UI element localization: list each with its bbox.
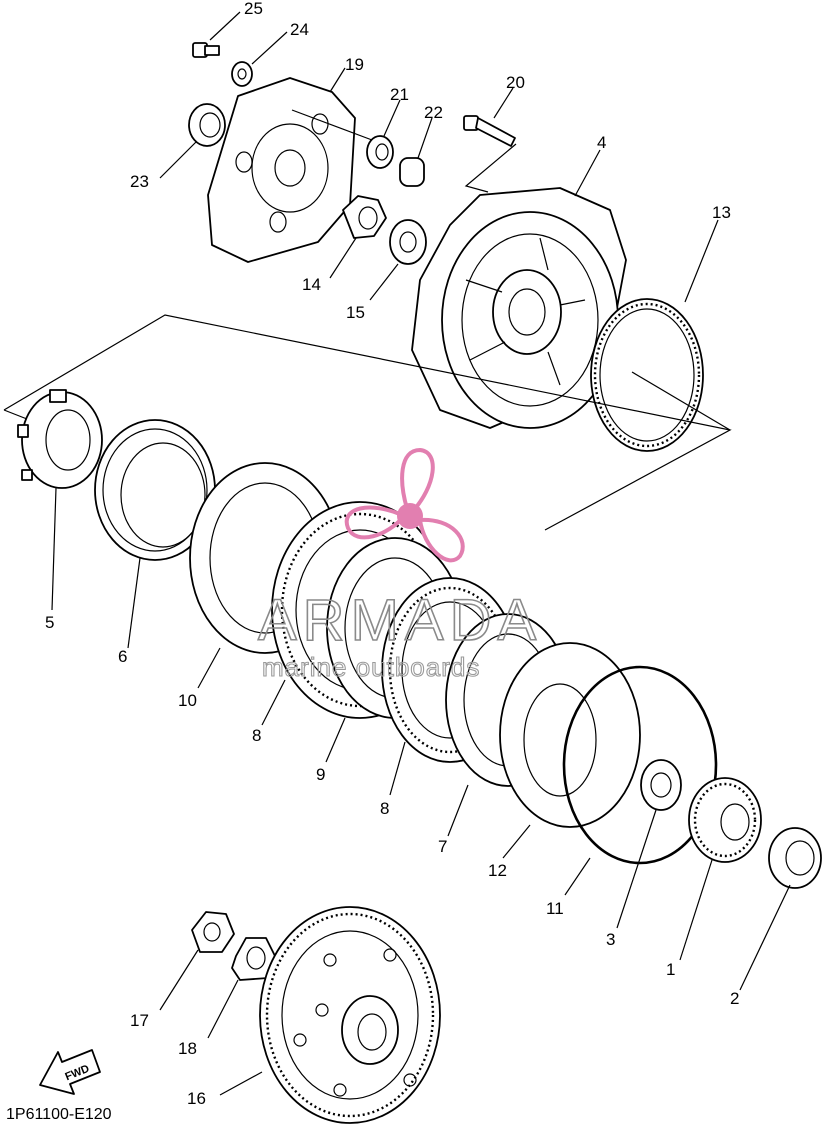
callout-16: 16: [187, 1089, 206, 1108]
callout-18: 18: [178, 1039, 197, 1058]
part-22-collar[interactable]: [399, 157, 425, 187]
part-code: 1P61100-E120: [6, 1106, 112, 1123]
callout-19: 19: [345, 55, 364, 74]
callout-21: 21: [390, 85, 409, 104]
part-5-one-way-clutch[interactable]: [17, 389, 103, 489]
callout-17: 17: [130, 1011, 149, 1030]
part-14-collar-nut[interactable]: [342, 195, 387, 239]
part-21-bushing[interactable]: [366, 135, 394, 169]
watermark: ARMADA marine outboards: [257, 447, 542, 683]
callout-13: 13: [712, 203, 731, 222]
part-19-cover-plate[interactable]: [207, 77, 373, 263]
part-25-bolt[interactable]: [192, 42, 220, 58]
watermark-brand: ARMADA: [258, 588, 542, 653]
callout-7: 7: [438, 837, 447, 856]
callout-15: 15: [346, 303, 365, 322]
callout-23: 23: [130, 172, 149, 191]
callouts: 1 2 3 4 5 6 7 8 8 9 10 11 12 13 14 15 16…: [45, 0, 739, 1108]
part-1-bushing[interactable]: [768, 827, 822, 889]
callout-1: 1: [666, 960, 675, 979]
callout-10: 10: [178, 691, 197, 710]
leader-lines: [51, 11, 791, 1096]
callout-3: 3: [606, 930, 615, 949]
callout-12: 12: [488, 861, 507, 880]
callout-24: 24: [290, 20, 309, 39]
part-2-pinion-gear[interactable]: [688, 777, 762, 863]
part-3-washer[interactable]: [640, 759, 682, 811]
callout-20: 20: [506, 73, 525, 92]
callout-22: 22: [424, 103, 443, 122]
callout-11: 11: [546, 899, 564, 918]
propeller-icon: [344, 447, 465, 563]
callout-14: 14: [302, 275, 321, 294]
callout-4: 4: [597, 133, 606, 152]
part-17-nut[interactable]: [191, 911, 235, 953]
fwd-arrow-icon: FWD: [39, 1049, 101, 1095]
part-11-circlip[interactable]: [562, 665, 718, 865]
callout-9: 9: [316, 765, 325, 784]
callout-25: 25: [244, 0, 263, 18]
callout-6: 6: [118, 647, 127, 666]
part-13-ring-gear[interactable]: [590, 298, 704, 452]
part-4-clutch-housing[interactable]: [411, 187, 627, 429]
part-16-driven-gear[interactable]: [259, 906, 441, 1124]
callout-8a: 8: [252, 726, 261, 745]
part-12-pressure-plate[interactable]: [499, 642, 641, 828]
callout-5: 5: [45, 613, 54, 632]
part-24-washer[interactable]: [231, 61, 253, 87]
callout-2: 2: [730, 989, 739, 1008]
part-23-bearing[interactable]: [188, 103, 226, 147]
part-15-washer[interactable]: [389, 219, 427, 265]
watermark-tagline: marine outboards: [262, 652, 480, 682]
part-20-bolt[interactable]: [463, 115, 517, 193]
callout-8b: 8: [380, 799, 389, 818]
